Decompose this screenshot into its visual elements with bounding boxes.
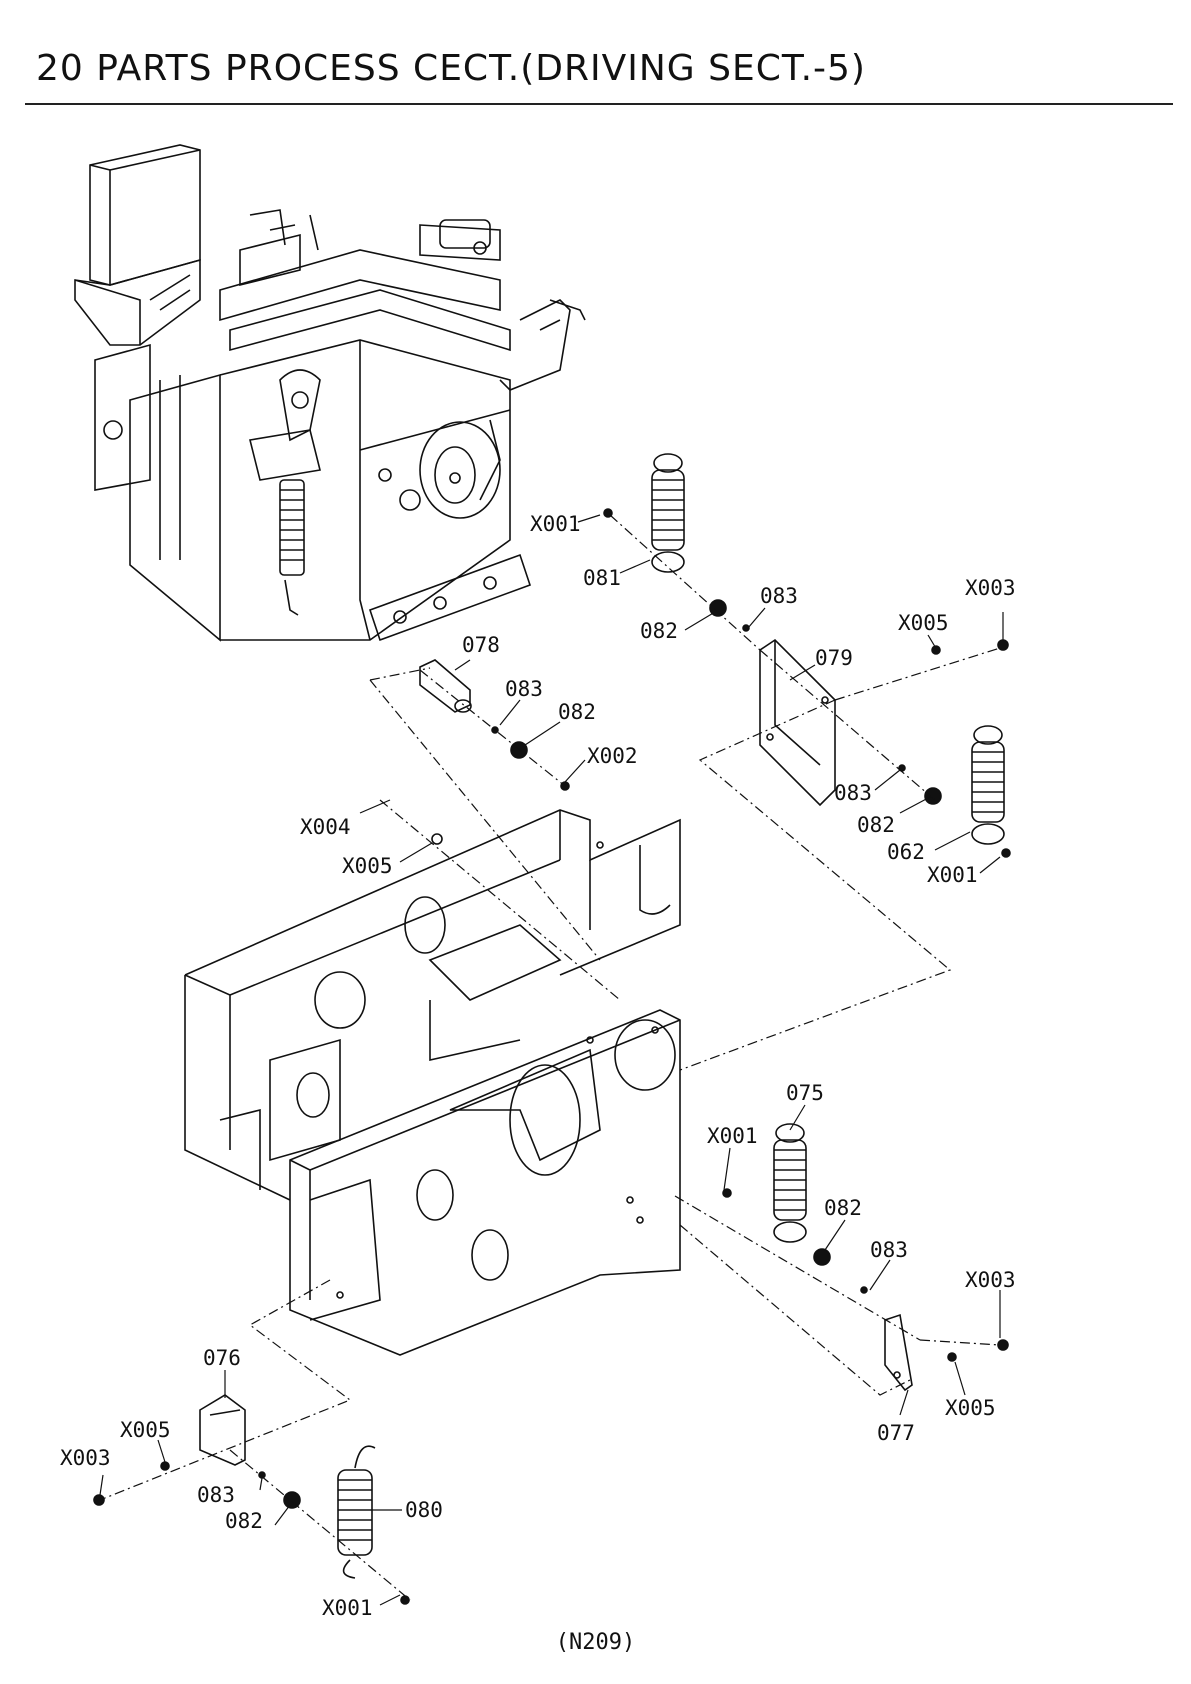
callout-label: X001 (322, 1596, 373, 1620)
spring-062 (971, 725, 1005, 845)
callout-label: X003 (965, 576, 1016, 600)
upper-assembly-illustration (74, 144, 586, 642)
spring-075 (773, 1123, 807, 1243)
callout-label: 082 (824, 1196, 862, 1220)
callout-label: 081 (583, 566, 621, 590)
callout-label: X003 (965, 1268, 1016, 1292)
callout-label: 075 (786, 1081, 824, 1105)
main-frame-illustration (184, 809, 681, 1356)
callout-label: X001 (707, 1124, 758, 1148)
bracket-079 (759, 638, 836, 807)
callout-label: 082 (857, 813, 895, 837)
callout-label: X001 (530, 512, 581, 536)
bracket-076 (199, 1394, 246, 1466)
callout-label: 083 (834, 781, 872, 805)
callout-label: 062 (887, 840, 925, 864)
callout-label: 082 (225, 1509, 263, 1533)
callout-label: X005 (898, 611, 949, 635)
callout-label: 083 (197, 1483, 235, 1507)
callout-label: 077 (877, 1421, 915, 1445)
shaft-078 (419, 659, 472, 713)
callout-label: 080 (405, 1498, 443, 1522)
spring-081 (651, 453, 685, 573)
callout-label: X005 (945, 1396, 996, 1420)
callout-label: 078 (462, 633, 500, 657)
callout-label: X004 (300, 815, 351, 839)
callout-label: 083 (870, 1238, 908, 1262)
callout-label: X003 (60, 1446, 111, 1470)
callout-label: X002 (587, 744, 638, 768)
spring-080 (337, 1445, 376, 1579)
drawing-code: (N209) (555, 1630, 636, 1655)
callout-label: X005 (342, 854, 393, 878)
fastener-parts (93, 508, 1011, 1605)
callout-label: X001 (927, 863, 978, 887)
callout-label: 079 (815, 646, 853, 670)
callout-label: 082 (558, 700, 596, 724)
title-underline (25, 103, 1173, 105)
callout-labels: X001 081 083 082 X003 X005 079 078 083 0… (60, 512, 1016, 1620)
callout-label: 076 (203, 1346, 241, 1370)
page-title: 20 PARTS PROCESS CECT.(DRIVING SECT.-5) (36, 48, 866, 89)
callout-label: 083 (505, 677, 543, 701)
assembly-centerlines (99, 514, 1001, 1601)
callout-label: 082 (640, 619, 678, 643)
bracket-077 (884, 1313, 913, 1392)
callout-label: 083 (760, 584, 798, 608)
callout-label: X005 (120, 1418, 171, 1442)
callout-leader-lines (99, 514, 1004, 1606)
